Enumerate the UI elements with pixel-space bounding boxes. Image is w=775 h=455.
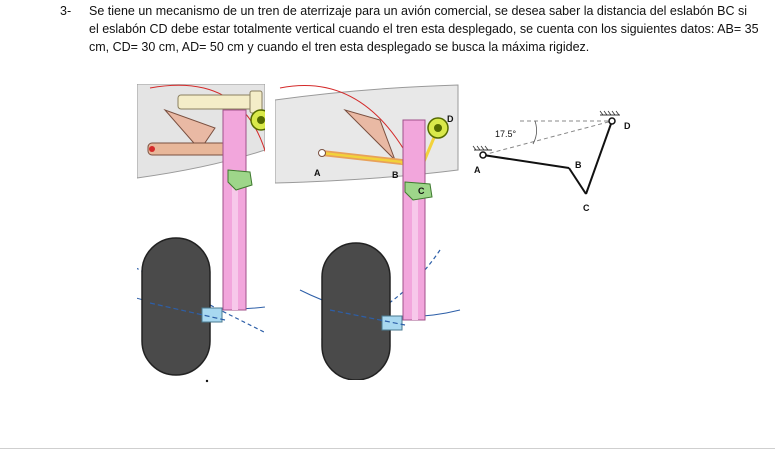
- strut-highlight-mid: [412, 190, 418, 320]
- linkage-schematic: [472, 110, 620, 195]
- angle-label: 17.5°: [495, 129, 517, 139]
- strut-pivot-center: [257, 116, 265, 124]
- link-cd-schematic: [585, 120, 613, 195]
- strut-pivot-center-mid: [434, 124, 442, 132]
- label-d-mid: D: [447, 114, 454, 124]
- landing-gear-figure-left: [137, 84, 265, 376]
- link-ab: [482, 154, 570, 169]
- actuator-cylinder: [177, 94, 254, 110]
- brace-link: [147, 142, 234, 156]
- problem-text: Se tiene un mecanismo de un tren de ater…: [89, 4, 759, 54]
- stray-dot: [205, 379, 209, 383]
- label-a-schematic: A: [474, 165, 481, 175]
- pivot-a-mid: [318, 149, 326, 157]
- wheel: [141, 237, 211, 376]
- upper-link: [163, 108, 216, 151]
- landing-gear-figure-middle: [275, 84, 461, 380]
- page-divider: [0, 448, 775, 449]
- axle-collar-mid: [381, 315, 403, 331]
- link-ab-yellow: [320, 151, 404, 164]
- green-joint-mid: [404, 181, 433, 201]
- pivot-a-left: [149, 146, 155, 152]
- label-c-mid: C: [418, 186, 425, 196]
- problem-number: 3-: [60, 4, 72, 18]
- joint-a: [479, 151, 487, 159]
- ground-hatch-d: [599, 110, 620, 116]
- label-d-schematic: D: [624, 121, 631, 131]
- angle-arc: [532, 120, 537, 145]
- upper-link-mid: [343, 108, 396, 161]
- link-bc-schematic: [568, 167, 587, 195]
- wheel-mid: [321, 242, 391, 380]
- label-a-mid: A: [314, 168, 321, 178]
- axle-line-mid: [329, 309, 406, 326]
- line-ad-dashed: [482, 120, 613, 156]
- problem-statement: 3- Se tiene un mecanismo de un tren de a…: [60, 2, 760, 56]
- axle-line: [149, 302, 226, 321]
- green-joint: [227, 169, 253, 191]
- label-c-schematic: C: [583, 203, 590, 213]
- joint-d: [608, 117, 616, 125]
- label-b-mid: B: [392, 170, 399, 180]
- strut-highlight: [232, 170, 238, 310]
- ground-hatch-a: [472, 145, 489, 151]
- label-b-schematic: B: [575, 160, 582, 170]
